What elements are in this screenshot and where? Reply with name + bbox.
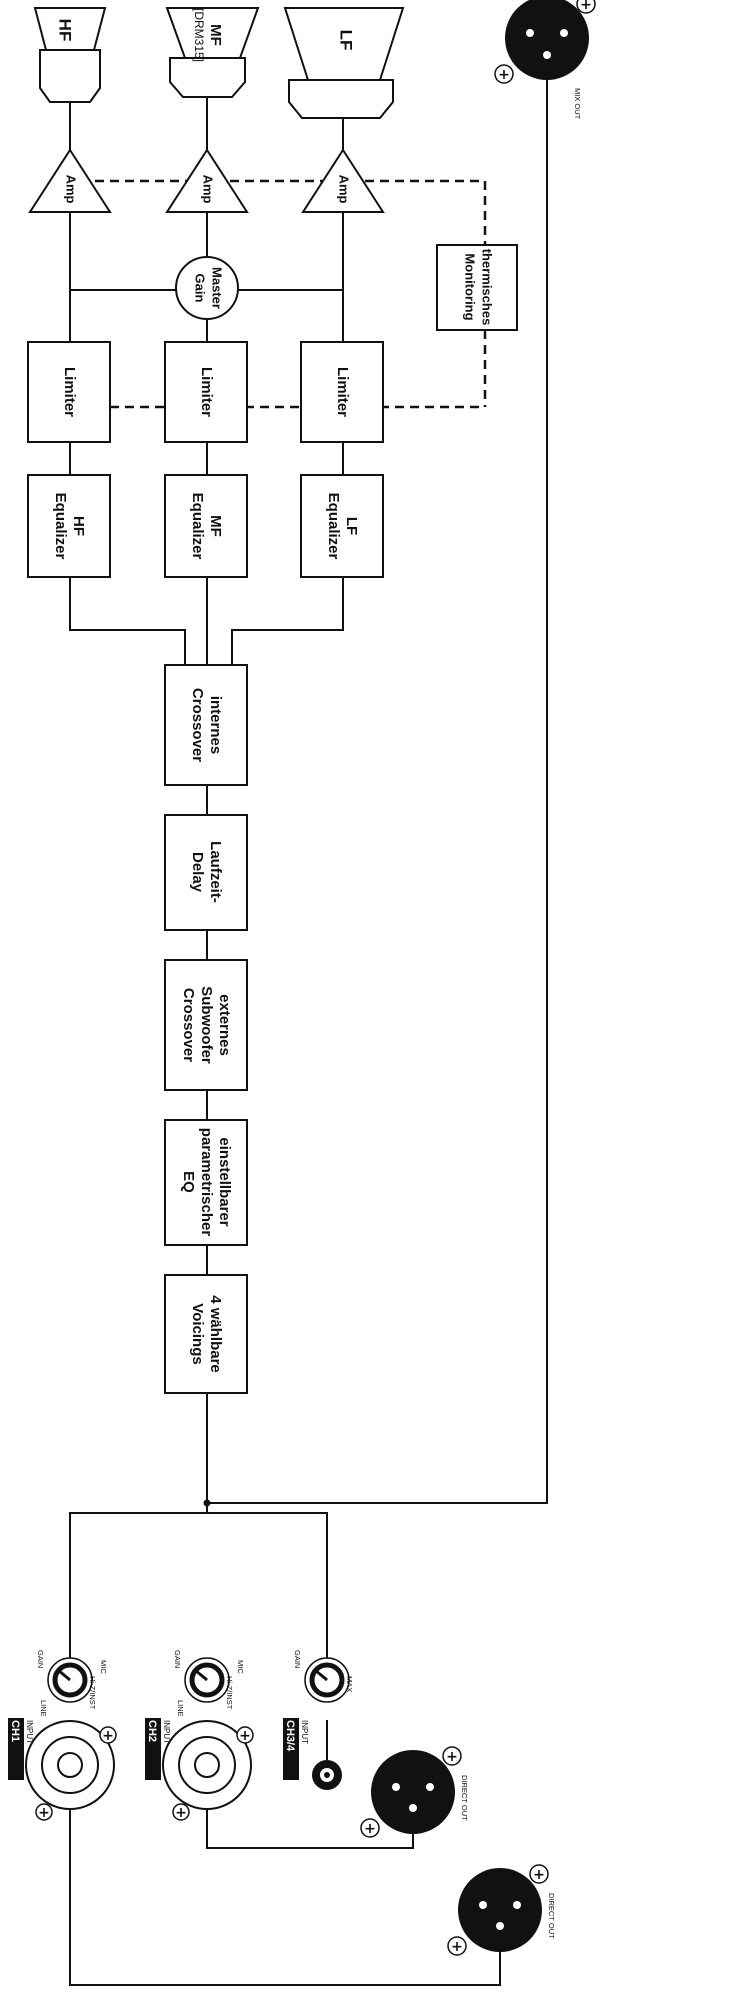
- ch2-input: CH2 INPUT + +: [145, 1718, 254, 1821]
- svg-text:Limiter: Limiter: [61, 367, 78, 417]
- svg-text:MAX: MAX: [345, 1676, 354, 1692]
- speaker-lf: LF: [283, 7, 405, 119]
- ch1-label: CH1: [9, 1720, 21, 1742]
- svg-text:Gain: Gain: [193, 274, 208, 303]
- mix-out-label: MIX OUT: [573, 88, 582, 120]
- ch34-input: CH3/4 INPUT: [283, 1718, 342, 1790]
- limiter-mf: Limiter: [164, 341, 248, 443]
- svg-text:Laufzeit-: Laufzeit-: [207, 841, 224, 903]
- svg-text:Amp: Amp: [337, 175, 352, 204]
- signal-lines: [69, 80, 548, 1986]
- svg-text:INPUT: INPUT: [300, 1720, 309, 1744]
- limiter-lf: Limiter: [300, 341, 384, 443]
- direct-out-2: + + DIRECT OUT: [447, 1864, 556, 1956]
- direct-out-1: + + DIRECT OUT: [360, 1746, 469, 1838]
- internal-crossover: internes Crossover: [164, 664, 248, 786]
- gain-knob-ch34: GAIN MAX: [293, 1650, 354, 1703]
- svg-text:LINE: LINE: [39, 1700, 48, 1717]
- amp-hf: Amp: [28, 148, 112, 213]
- svg-text:LF: LF: [343, 517, 360, 535]
- svg-text:+: +: [533, 1867, 545, 1883]
- svg-text:GAIN: GAIN: [293, 1650, 302, 1668]
- svg-text:Equalizer: Equalizer: [325, 493, 342, 560]
- svg-text:+: +: [102, 1728, 114, 1744]
- svg-text:internes: internes: [207, 696, 224, 754]
- gain-knob-ch1: GAIN LINE MIC Hi-Z/INST: [36, 1650, 108, 1717]
- svg-text:Crossover: Crossover: [189, 688, 206, 762]
- svg-text:+: +: [38, 1805, 50, 1821]
- svg-text:Master: Master: [210, 267, 225, 309]
- limiter-hf: Limiter: [27, 341, 111, 443]
- svg-text:LINE: LINE: [176, 1700, 185, 1717]
- master-gain: Master Gain: [175, 256, 239, 320]
- svg-text:+: +: [239, 1728, 251, 1744]
- svg-text:INPUT: INPUT: [25, 1720, 34, 1744]
- svg-text:INPUT: INPUT: [162, 1720, 171, 1744]
- speaker-hf-label: HF: [56, 19, 75, 42]
- speaker-mf-label: MF: [207, 24, 224, 46]
- svg-text:Limiter: Limiter: [334, 367, 351, 417]
- svg-text:Amp: Amp: [64, 175, 79, 204]
- svg-text:MIC: MIC: [236, 1660, 245, 1674]
- svg-text:GAIN: GAIN: [173, 1650, 182, 1668]
- equalizer-lf: LF Equalizer: [300, 474, 384, 578]
- svg-text:Hi-Z/INST: Hi-Z/INST: [225, 1676, 234, 1710]
- svg-text:Crossover: Crossover: [180, 988, 197, 1062]
- gain-knob-ch2: GAIN LINE MIC Hi-Z/INST: [173, 1650, 245, 1717]
- svg-text:externes: externes: [216, 994, 233, 1056]
- speaker-hf: HF: [33, 7, 107, 103]
- svg-text:HF: HF: [70, 516, 87, 536]
- svg-text:MIC: MIC: [99, 1660, 108, 1674]
- svg-text:Voicings: Voicings: [189, 1303, 206, 1364]
- mix-out-plus-left: +: [498, 67, 510, 83]
- thermal-monitoring: thermisches Monitoring: [436, 244, 518, 331]
- knob-gain-label: GAIN: [36, 1650, 45, 1668]
- direct-out-1-label: DIRECT OUT: [460, 1775, 469, 1821]
- svg-text:Monitoring: Monitoring: [463, 253, 478, 320]
- svg-text:einstellbarer: einstellbarer: [216, 1137, 233, 1226]
- svg-text:Equalizer: Equalizer: [189, 493, 206, 560]
- delay: Laufzeit- Delay: [164, 814, 248, 931]
- amp-lf: Amp: [301, 148, 385, 213]
- ch34-label: CH3/4: [284, 1720, 296, 1752]
- svg-text:thermisches: thermisches: [480, 249, 495, 326]
- monitoring-lines: [95, 179, 487, 409]
- speaker-lf-label: LF: [337, 30, 356, 51]
- svg-text:Subwoofer: Subwoofer: [198, 986, 215, 1064]
- direct-out-2-label: DIRECT OUT: [547, 1893, 556, 1939]
- parametric-eq: einstellbarer parametrischer EQ: [164, 1119, 248, 1246]
- subwoofer-crossover: externes Subwoofer Crossover: [164, 959, 248, 1091]
- speaker-mf-model-label: [DRM315]: [192, 8, 206, 62]
- svg-text:Limiter: Limiter: [198, 367, 215, 417]
- mix-out-plus-right: +: [580, 0, 592, 13]
- speaker-mf: MF [DRM315]: [165, 7, 260, 98]
- svg-text:+: +: [175, 1805, 187, 1821]
- mix-out-connector: + + MIX OUT: [494, 0, 596, 120]
- amp-mf: Amp: [165, 148, 249, 213]
- svg-text:Equalizer: Equalizer: [52, 493, 69, 560]
- ch2-label: CH2: [146, 1720, 158, 1742]
- svg-text:Amp: Amp: [201, 175, 216, 204]
- svg-text:+: +: [446, 1749, 458, 1765]
- svg-text:MF: MF: [207, 515, 224, 537]
- svg-text:EQ: EQ: [180, 1171, 197, 1193]
- equalizer-mf: MF Equalizer: [164, 474, 248, 578]
- svg-text:Hi-Z/INST: Hi-Z/INST: [88, 1676, 97, 1710]
- svg-text:Delay: Delay: [189, 852, 206, 893]
- svg-text:+: +: [364, 1821, 376, 1837]
- ch1-input: CH1 INPUT + +: [8, 1718, 117, 1821]
- svg-text:+: +: [451, 1939, 463, 1955]
- svg-text:4 wählbare: 4 wählbare: [207, 1295, 224, 1373]
- equalizer-hf: HF Equalizer: [27, 474, 111, 578]
- svg-text:parametrischer: parametrischer: [198, 1128, 215, 1237]
- voicings: 4 wählbare Voicings: [164, 1274, 248, 1394]
